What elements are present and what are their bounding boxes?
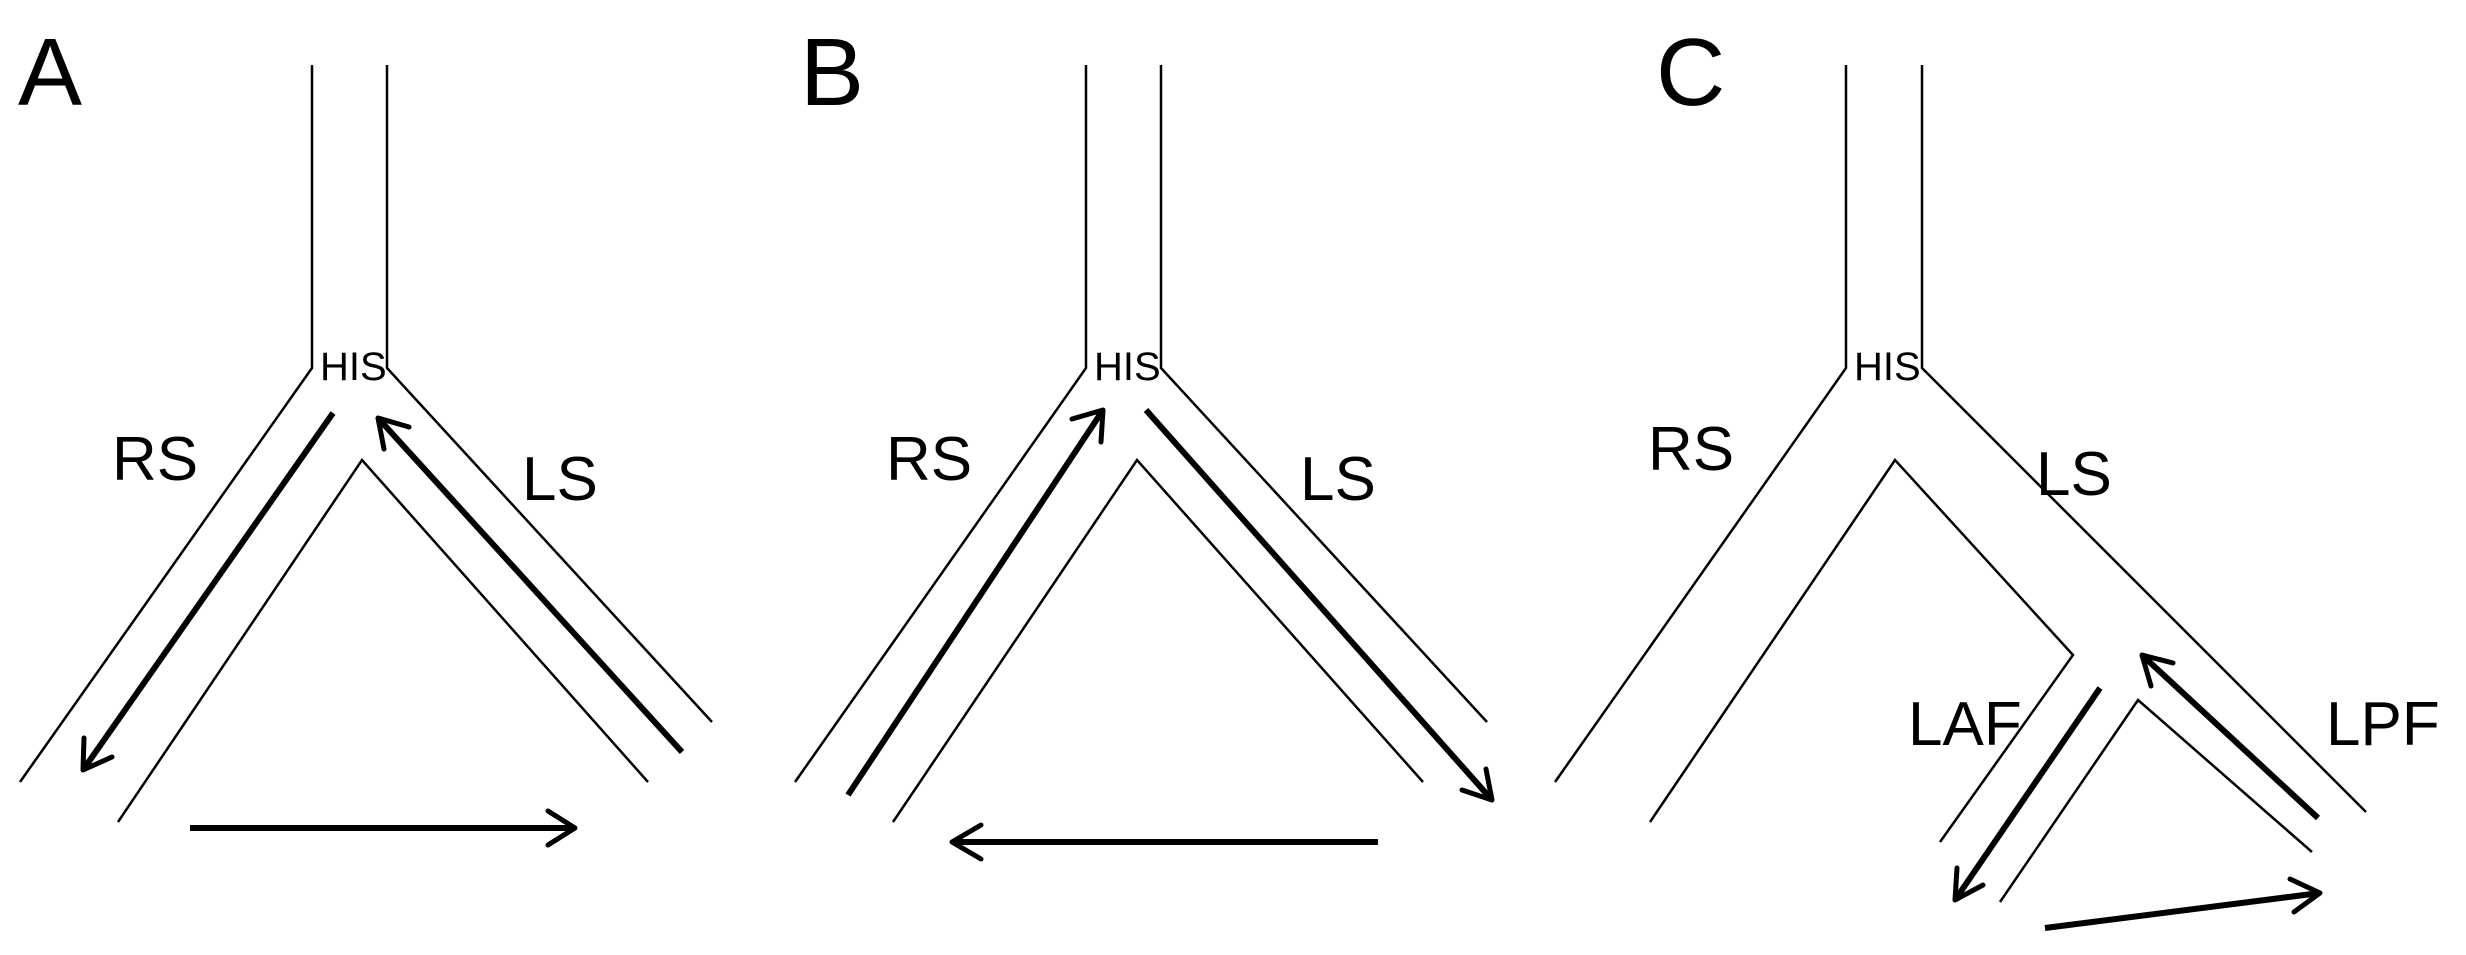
panel-c-lpf-arrow xyxy=(2139,652,2321,821)
panel-b-rs-arrow xyxy=(845,407,1106,797)
panel-b-ls-label: LS xyxy=(1300,445,1376,514)
panel-c-laf-label: LAF xyxy=(1908,690,2022,759)
panel-b-rs-label: RS xyxy=(886,425,972,494)
panel-b-ls-arrow xyxy=(1143,408,1495,803)
panel-b: B HIS RS LS xyxy=(793,19,1495,862)
panel-c-his-label: HIS xyxy=(1854,345,1921,389)
panel-b-his-label: HIS xyxy=(1094,345,1161,389)
panel-b-his-bundle xyxy=(793,65,1488,783)
panel-c-his-bundle xyxy=(1553,65,2367,813)
panel-a-letter: A xyxy=(18,19,82,126)
panel-a-his-bundle xyxy=(18,65,713,783)
panel-c-rs-label: RS xyxy=(1648,415,1734,484)
panel-c-letter: C xyxy=(1656,19,1725,126)
panel-c-laf-arrow xyxy=(1952,686,2103,903)
panel-a-inner-bifurcation xyxy=(116,457,649,823)
panel-a-ls-arrow xyxy=(375,415,685,755)
panel-a-ls-label: LS xyxy=(522,445,598,514)
panel-a-horizontal-arrow xyxy=(190,808,578,848)
panel-c: C HIS RS LS LAF LPF xyxy=(1553,19,2440,931)
panel-b-letter: B xyxy=(800,19,864,126)
panel-b-horizontal-arrow xyxy=(949,822,1378,862)
panel-a-rs-label: RS xyxy=(112,425,198,494)
panel-a-his-label: HIS xyxy=(320,345,387,389)
panel-a: A HIS RS LS xyxy=(18,19,713,848)
panel-c-fascicle-division xyxy=(1998,698,2313,903)
panel-c-ls-label: LS xyxy=(2036,440,2112,509)
panel-a-rs-arrow xyxy=(80,411,336,773)
panel-c-lpf-label: LPF xyxy=(2326,690,2440,759)
panel-c-inner-rs-laf-wall xyxy=(1648,457,2075,843)
panel-c-horizontal-arrow xyxy=(2044,876,2323,931)
panel-b-inner-bifurcation xyxy=(891,457,1424,823)
